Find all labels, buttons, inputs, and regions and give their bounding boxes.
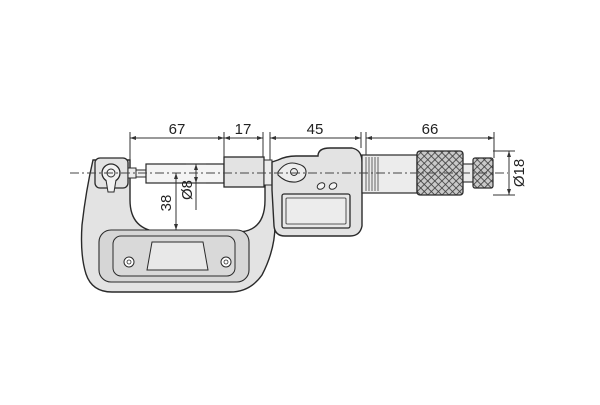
screw-left-icon — [123, 256, 135, 268]
dim-17-label: 17 — [235, 121, 252, 138]
sleeve-graduations — [365, 157, 379, 191]
zero-button[interactable] — [316, 181, 326, 190]
dim-dia8-label: Ø8 — [179, 180, 196, 200]
dim-67-label: 67 — [169, 121, 186, 138]
dimension-extensions — [129, 132, 495, 160]
dim-38-label: 38 — [158, 195, 175, 212]
dim-dia18-label: Ø18 — [511, 159, 528, 187]
screw-right-icon — [220, 256, 232, 268]
dimension-arrows — [130, 136, 494, 140]
frame-grip-plate — [146, 241, 209, 271]
mode-button[interactable] — [328, 181, 338, 190]
thimble-sleeve — [361, 154, 418, 194]
dim-45-label: 45 — [307, 121, 324, 138]
dim-66-label: 66 — [422, 121, 439, 138]
spindle-tip — [135, 169, 147, 178]
thimble-diameter-dimension — [493, 150, 515, 196]
spindle-sleeve — [223, 156, 265, 188]
